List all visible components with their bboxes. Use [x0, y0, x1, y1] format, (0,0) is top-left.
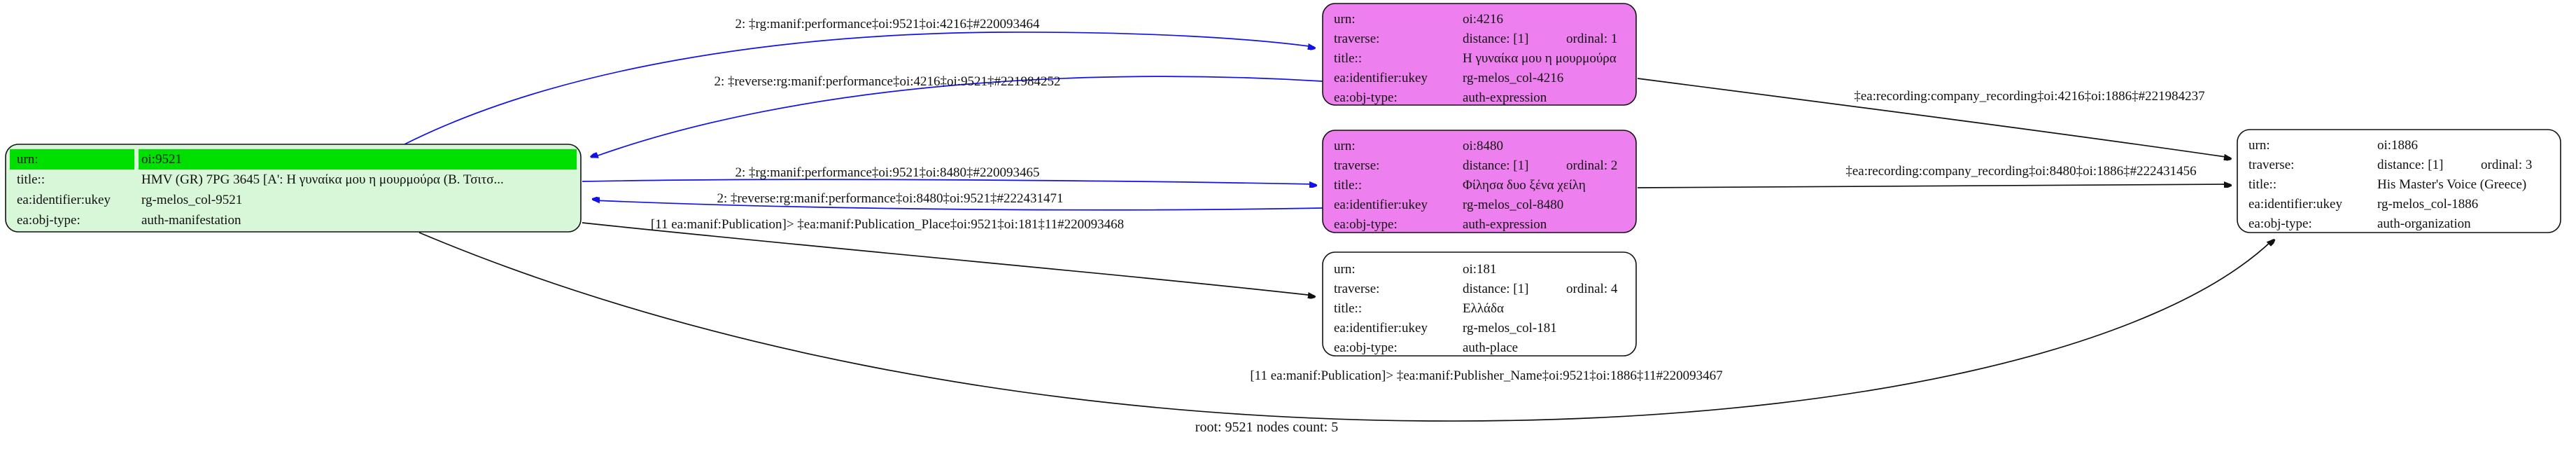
edge-label-reverse-performance-4216: 2: ‡reverse:rg:manif:performance‡oi:4216… — [714, 74, 1060, 89]
field-value: auth-manifestation — [141, 213, 241, 228]
edge-label-publication-place: [11 ea:manif:Publication]> ‡ea:manif:Pub… — [651, 217, 1124, 232]
node-oi-4216-box[interactable] — [1322, 3, 1637, 106]
field-key: ea:obj-type: — [1334, 90, 1398, 105]
edge-publication-place-9521-181 — [582, 222, 1314, 296]
field-value: oi:1886 — [2377, 138, 2418, 153]
edge-company-recording-4216-1886 — [1637, 78, 2230, 158]
field-key: ea:obj-type: — [17, 213, 80, 228]
field-value: distance: [1] — [1463, 32, 1528, 46]
node-oi-8480-box[interactable] — [1322, 130, 1637, 233]
field-value: ordinal: 1 — [1566, 32, 1617, 46]
field-value: Ελλάδα — [1463, 301, 1504, 316]
node-oi-9521[interactable]: urn: oi:9521 title:: HMV (GR) 7PG 3645 [… — [5, 144, 582, 233]
field-key: traverse: — [1334, 32, 1379, 46]
edge-label-publisher-name: [11 ea:manif:Publication]> ‡ea:manif:Pub… — [1250, 368, 1722, 383]
node-oi-181[interactable]: urn: oi:181 traverse: distance: [1] ordi… — [1322, 251, 1637, 357]
field-key: title:: — [1334, 51, 1362, 66]
node-oi-181-box[interactable] — [1322, 251, 1637, 357]
field-value: oi:4216 — [1463, 12, 1503, 27]
edge-performance-9521-8480 — [582, 179, 1316, 184]
edge-company-recording-8480-1886 — [1637, 184, 2230, 188]
field-key: title:: — [17, 172, 45, 187]
field-value: HMV (GR) 7PG 3645 [Α': Η γυναίκα μου η μ… — [141, 172, 504, 187]
field-key: ea:identifier:ukey — [1334, 198, 1428, 212]
field-key: title:: — [1334, 178, 1362, 193]
edge-label-reverse-performance-8480: 2: ‡reverse:rg:manif:performance‡oi:8480… — [717, 191, 1063, 206]
edge-performance-9521-4216 — [404, 32, 1314, 145]
field-key: traverse: — [1334, 158, 1379, 173]
edge-reverse-performance-4216-9521 — [592, 76, 1323, 158]
field-value: rg-melos_col-1886 — [2377, 197, 2478, 212]
field-value: auth-expression — [1463, 90, 1547, 105]
field-key: urn: — [1334, 262, 1356, 277]
field-key: ea:obj-type: — [2248, 216, 2312, 231]
edge-label-performance-4216: 2: ‡rg:manif:performance‡oi:9521‡oi:4216… — [736, 17, 1040, 32]
field-value: oi:8480 — [1463, 139, 1503, 153]
field-value: distance: [1] — [2377, 158, 2443, 172]
field-value: distance: [1] — [1463, 158, 1528, 173]
field-key: ea:obj-type: — [1334, 217, 1398, 232]
field-value: ordinal: 3 — [2481, 158, 2532, 172]
field-value: rg-melos_col-181 — [1463, 321, 1557, 336]
node-oi-8480[interactable]: urn: oi:8480 traverse: distance: [1] ord… — [1322, 130, 1637, 233]
field-key: urn: — [17, 152, 38, 167]
field-key: urn: — [2248, 138, 2270, 153]
field-key: urn: — [1334, 12, 1356, 27]
field-value: rg-melos_col-4216 — [1463, 71, 1563, 85]
field-key: traverse: — [2248, 158, 2294, 172]
field-value: oi:181 — [1463, 262, 1497, 277]
field-value: auth-organization — [2377, 216, 2471, 231]
field-key: ea:identifier:ukey — [1334, 321, 1428, 336]
node-oi-4216[interactable]: urn: oi:4216 traverse: distance: [1] ord… — [1322, 3, 1637, 106]
field-value: Η γυναίκα μου η μουρμούρα — [1463, 51, 1617, 66]
field-value: rg-melos_col-9521 — [141, 193, 242, 207]
edge-reverse-performance-8480-9521 — [593, 200, 1323, 211]
field-value: rg-melos_col-8480 — [1463, 198, 1563, 212]
field-value: auth-place — [1463, 340, 1518, 355]
field-key: urn: — [1334, 139, 1356, 153]
field-value: oi:9521 — [141, 152, 182, 167]
field-key: ea:obj-type: — [1334, 340, 1398, 355]
field-key: ea:identifier:ukey — [2248, 197, 2342, 212]
field-key: ea:identifier:ukey — [1334, 71, 1428, 85]
edge-publisher-name-9521-1886 — [418, 232, 2273, 422]
field-value: ordinal: 4 — [1566, 282, 1618, 296]
field-key: title:: — [2248, 177, 2276, 192]
field-value: ordinal: 2 — [1566, 158, 1617, 173]
field-value: distance: [1] — [1463, 282, 1528, 296]
graph-root-label: root: 9521 nodes count: 5 — [1195, 420, 1338, 435]
node-oi-1886[interactable]: urn: oi:1886 traverse: distance: [1] ord… — [2237, 129, 2561, 233]
edge-label-company-recording-8480: ‡ea:recording:company_recording‡oi:8480‡… — [1845, 164, 2196, 179]
field-key: ea:identifier:ukey — [17, 193, 111, 207]
field-value: His Master's Voice (Greece) — [2377, 177, 2526, 192]
field-key: title:: — [1334, 301, 1362, 316]
urn-row-highlight-value — [139, 149, 577, 170]
edge-label-company-recording-4216: ‡ea:recording:company_recording‡oi:4216‡… — [1854, 89, 2204, 104]
field-value: auth-expression — [1463, 217, 1547, 232]
field-key: traverse: — [1334, 282, 1379, 296]
edge-label-performance-8480: 2: ‡rg:manif:performance‡oi:9521‡oi:8480… — [736, 165, 1040, 180]
field-value: Φίλησα δυο ξένα χείλη — [1463, 178, 1586, 193]
urn-row-highlight-key — [10, 149, 134, 170]
node-oi-1886-box[interactable] — [2237, 129, 2561, 233]
